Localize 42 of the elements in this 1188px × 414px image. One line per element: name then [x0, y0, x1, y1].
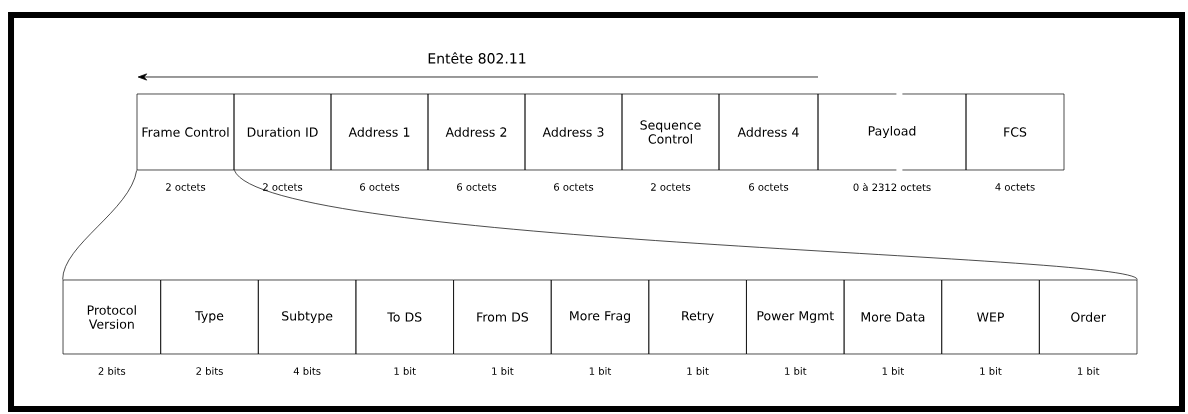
field-box: Duration ID	[233, 93, 332, 171]
size-label: 2 octets	[166, 183, 206, 191]
field-box: Address 1	[330, 93, 429, 171]
field-box: More Frag	[550, 279, 650, 355]
field-box: More Data	[843, 279, 943, 355]
field-box: WEP	[941, 279, 1040, 355]
field-box: FCS	[965, 93, 1065, 171]
size-label: 2 octets	[263, 183, 303, 191]
size-label: 2 bits	[98, 367, 126, 375]
size-label: 4 bits	[293, 367, 321, 375]
size-label: 6 octets	[360, 183, 400, 191]
field-box: Type	[160, 279, 259, 355]
size-label: 1 bit	[980, 367, 1002, 375]
size-label: 4 octets	[995, 183, 1035, 191]
field-box: Retry	[648, 279, 747, 355]
size-label: 1 bit	[687, 367, 709, 375]
size-label: 1 bit	[1078, 367, 1100, 375]
size-label: 6 octets	[457, 183, 497, 191]
field-box: Address 3	[524, 93, 623, 171]
field-box: Payload	[817, 93, 967, 171]
field-box: Subtype	[257, 279, 357, 355]
field-box: Sequence Control	[621, 93, 720, 171]
connector-curve	[62, 170, 137, 280]
size-label: 1 bit	[882, 367, 904, 375]
field-box: Address 2	[427, 93, 526, 171]
field-box: Frame Control	[136, 93, 235, 171]
size-label: 1 bit	[394, 367, 416, 375]
size-label: 0 à 2312 octets	[853, 182, 931, 192]
field-box: Power Mgmt	[746, 279, 845, 355]
title: Entête 802.11	[428, 52, 526, 64]
size-label: 2 octets	[651, 183, 691, 191]
field-box: Order	[1039, 279, 1138, 355]
field-box: Address 4	[718, 93, 819, 171]
field-box: From DS	[453, 279, 552, 355]
size-label: 2 bits	[196, 367, 223, 375]
size-label: 6 octets	[749, 183, 789, 191]
field-box: To DS	[355, 279, 454, 355]
size-label: 1 bit	[785, 367, 807, 375]
field-box: Protocol Version	[62, 279, 161, 355]
size-label: 1 bit	[492, 367, 514, 375]
size-label: 6 octets	[554, 183, 594, 191]
size-label: 1 bit	[589, 367, 612, 375]
